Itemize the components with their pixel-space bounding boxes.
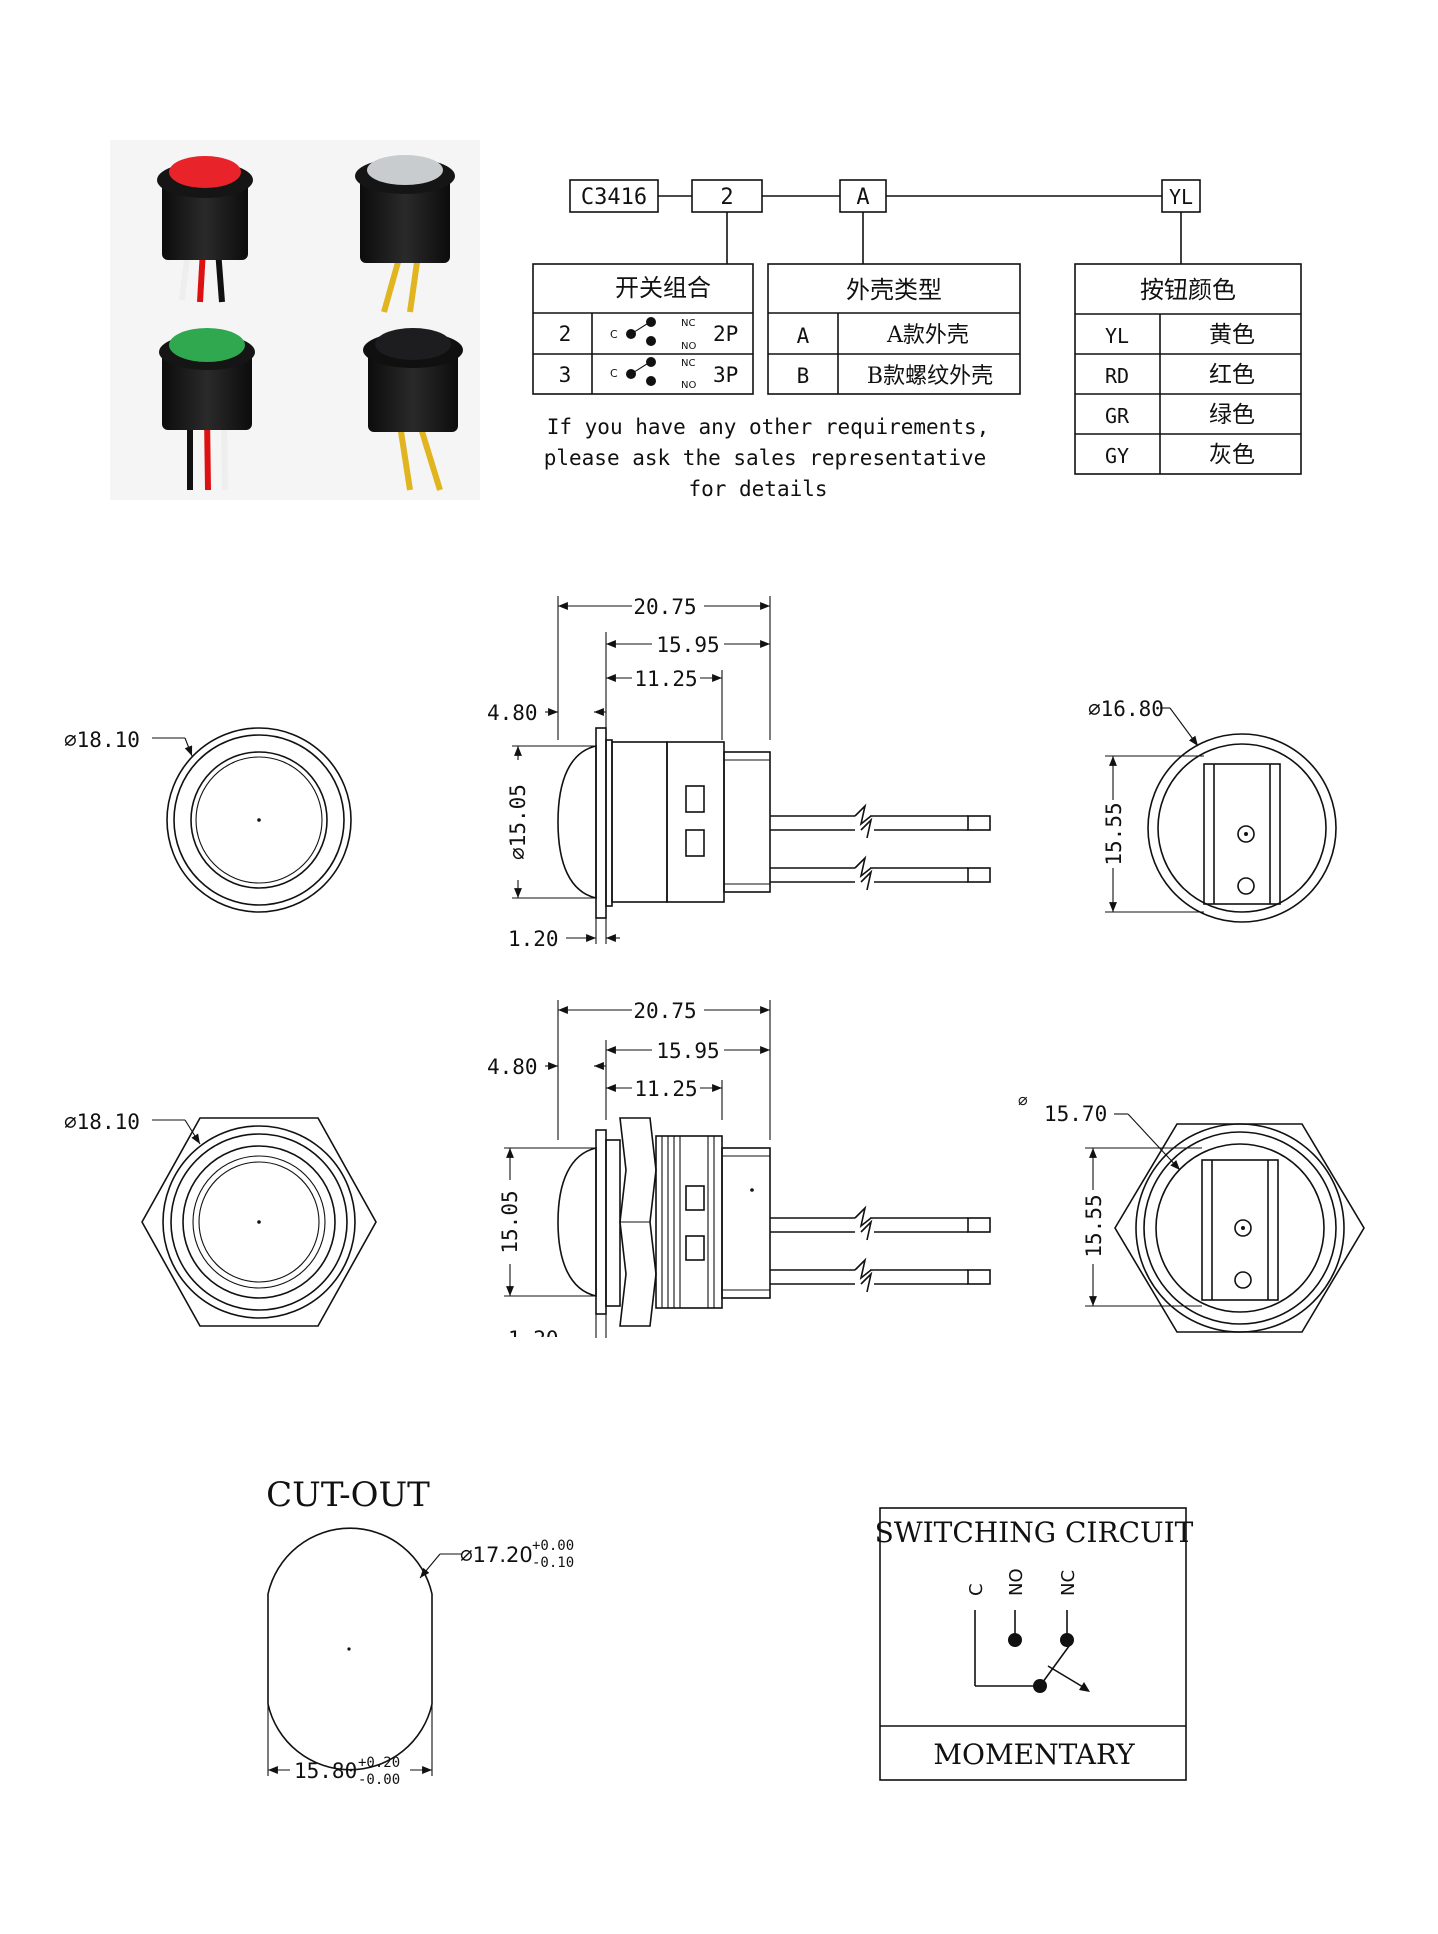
switch-symbol-3p: C NC NO 3P [610, 357, 738, 391]
svg-text:NC: NC [681, 318, 695, 329]
note-line: please ask the sales representative [544, 446, 987, 470]
color-row-code: GR [1105, 404, 1130, 428]
dim-rear-height-a: 15.55 [1102, 802, 1126, 865]
shell-row-code: B [797, 364, 810, 388]
rear-view-b: 15.55 ⌀ 15.70 [1018, 1091, 1365, 1333]
dim-length-mid-a: 15.95 [656, 633, 719, 657]
button-cap-red [169, 156, 241, 188]
circuit-title: SWITCHING CIRCUIT [875, 1516, 1194, 1549]
code-color: YL [1169, 185, 1193, 209]
color-row-name: 灰色 [1209, 442, 1255, 468]
svg-text:C: C [610, 367, 618, 380]
switch-symbol-2p: C NC NO 2P [610, 317, 738, 352]
color-row-code: RD [1105, 364, 1129, 388]
dim-length-body-b: 11.25 [634, 1077, 697, 1101]
color-row-code: GY [1105, 444, 1129, 468]
dim-front-dia-b: ⌀18.10 [64, 1110, 140, 1134]
dim-flange-b: 1.20 [508, 1327, 559, 1351]
dim-cap-dia-a: ⌀15.05 [506, 784, 530, 860]
dim-cap-dia-b: 15.05 [498, 1190, 522, 1253]
dim-rear-height-b: 15.55 [1082, 1194, 1106, 1257]
dim-cap-b: 4.80 [487, 1055, 538, 1079]
dim-length-mid-b: 15.95 [656, 1039, 719, 1063]
dim-rear-dia-a: ⌀16.80 [1088, 697, 1164, 721]
cutout-drawing: CUT-OUT 15.80 +0.20 -0.00 ⌀17.20 +0.00 -… [266, 1475, 574, 1788]
product-photo-gray [355, 155, 455, 313]
button-cap-green [169, 328, 245, 362]
dim-cap-a: 4.80 [487, 701, 538, 725]
color-row-name: 黄色 [1209, 322, 1255, 348]
switching-circuit-box: SWITCHING CIRCUIT C NO NC MOMENTARY [875, 1507, 1194, 1781]
color-row-code: YL [1105, 324, 1129, 348]
color-table-header: 按钮颜色 [1140, 276, 1236, 304]
cutout-dia-dim: ⌀17.20 [460, 1543, 533, 1567]
button-cap-black [375, 328, 451, 360]
cutout-dia-tol-up: +0.00 [532, 1538, 574, 1554]
side-view-a: 20.75 15.95 11.25 4.80 [487, 595, 991, 951]
product-photo-green [159, 328, 255, 491]
shell-type-table: 外壳类型 A A款外壳 B B款螺纹外壳 [767, 263, 1021, 395]
circuit-label-nc: NC [1058, 1570, 1079, 1596]
shell-row-desc: A款外壳 [886, 323, 969, 348]
side-view-b: 20.75 15.95 11.25 4.80 [487, 999, 991, 1351]
circuit-label-no: NO [1006, 1568, 1027, 1596]
switch-row-poles: 3P [713, 363, 738, 387]
shell-table-header: 外壳类型 [846, 276, 942, 304]
dim-front-dia-a: ⌀18.10 [64, 728, 140, 752]
button-cap-gray [367, 155, 443, 185]
note-line: for details [688, 477, 827, 501]
switch-row-code: 2 [559, 322, 572, 346]
dim-length-body-a: 11.25 [634, 667, 697, 691]
order-code-chain: C3416 2 A YL [569, 179, 1201, 264]
rear-view-a: 15.55 ⌀16.80 [1088, 697, 1337, 923]
note-line: If you have any other requirements, [547, 415, 990, 439]
svg-text:NO: NO [681, 341, 696, 352]
circuit-mode: MOMENTARY [933, 1738, 1135, 1771]
flange-label-b-clip: 1.20 [508, 1327, 559, 1351]
front-view-a: ⌀18.10 [64, 727, 352, 913]
front-view-b: ⌀18.10 [64, 1110, 377, 1327]
circuit-label-c: C [966, 1583, 987, 1596]
shell-row-code: A [797, 324, 810, 348]
switch-row-code: 3 [559, 363, 572, 387]
cutout-flat-tol-dn: -0.00 [358, 1772, 400, 1788]
code-shell: A [856, 185, 869, 210]
dim-length-total-b: 20.75 [633, 999, 696, 1023]
svg-text:NC: NC [681, 358, 695, 369]
dim-rear-dia-b-symbol: ⌀ [1018, 1091, 1028, 1110]
dim-flange-a: 1.20 [508, 927, 559, 951]
color-row-name: 红色 [1209, 362, 1255, 388]
code-base: C3416 [581, 185, 647, 210]
dim-rear-dia-b: 15.70 [1044, 1102, 1107, 1126]
switch-row-poles: 2P [713, 322, 738, 346]
cutout-dia-tol-dn: -0.10 [532, 1555, 574, 1571]
product-photos [110, 140, 480, 500]
cutout-title: CUT-OUT [266, 1475, 430, 1515]
switch-combination-table: 开关组合 2 3 C NC NO 2P C NC NO 3P [532, 263, 754, 395]
svg-text:NO: NO [681, 380, 696, 391]
shell-row-desc: B款螺纹外壳 [867, 364, 993, 389]
button-color-table: 按钮颜色 YL 黄色 RD 红色 GR 绿色 GY 灰色 [1074, 263, 1302, 475]
dim-length-total-a: 20.75 [633, 595, 696, 619]
product-photo-black [363, 328, 463, 491]
cutout-flat-dim: 15.80 [294, 1759, 357, 1783]
code-switch: 2 [720, 185, 733, 210]
thread-lines [661, 1136, 715, 1308]
color-row-name: 绿色 [1209, 402, 1255, 428]
svg-text:C: C [610, 328, 618, 341]
product-photo-red [157, 156, 253, 303]
requirements-note: If you have any other requirements, plea… [544, 415, 990, 501]
cutout-flat-tol-up: +0.20 [358, 1755, 400, 1771]
switch-table-header: 开关组合 [615, 274, 711, 302]
